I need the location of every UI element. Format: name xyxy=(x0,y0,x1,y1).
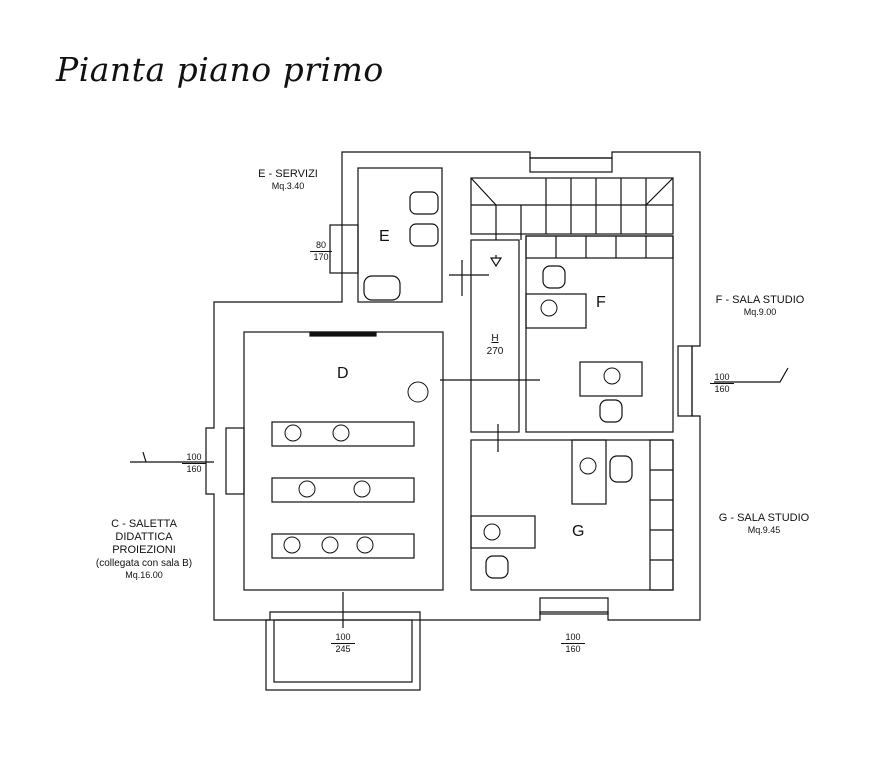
room-c-label: C - SALETTA DIDATTICA PROIEZIONI (colleg… xyxy=(78,518,210,581)
room-g-label: G - SALA STUDIO Mq.9.45 xyxy=(707,512,821,536)
room-c-line4: (collegata con sala B) xyxy=(95,558,193,569)
plan-title: Pianta piano primo xyxy=(56,50,384,89)
room-e-area: Mq.3.40 xyxy=(271,181,305,191)
dimension-e-window: 80 170 xyxy=(310,240,332,263)
room-h-letter: H xyxy=(491,333,499,344)
room-e-name: E - SERVIZI xyxy=(258,168,318,180)
room-c-line1: C - SALETTA xyxy=(111,518,177,530)
room-c-line3: PROIEZIONI xyxy=(112,544,176,556)
room-f-outline xyxy=(525,235,674,433)
dimension-e-window-den: 170 xyxy=(313,252,329,262)
room-f-name: F - SALA STUDIO xyxy=(715,294,805,306)
desk-row-2 xyxy=(271,477,415,503)
desk-row-1 xyxy=(271,421,415,447)
dimension-g-window-den: 160 xyxy=(565,644,581,654)
dimension-balcony-door: 100 245 xyxy=(331,632,355,655)
dimension-f-window-num: 100 xyxy=(710,372,734,384)
room-h-label: H 270 xyxy=(480,332,510,358)
dimension-balcony-door-den: 245 xyxy=(335,644,351,654)
desk-row-3 xyxy=(271,533,415,559)
room-g-name: G - SALA STUDIO xyxy=(718,512,810,524)
dimension-e-window-num: 80 xyxy=(310,240,332,252)
dimension-f-window: 100 160 xyxy=(710,372,734,395)
corridor-h-outline xyxy=(470,239,520,433)
stair-outline xyxy=(470,177,674,235)
dimension-c-window-den: 160 xyxy=(186,464,202,474)
room-e-letter: E xyxy=(379,228,390,245)
dimension-g-window: 100 160 xyxy=(561,632,585,655)
room-e-label: E - SERVIZI Mq.3.40 xyxy=(246,168,330,192)
room-g-area: Mq.9.45 xyxy=(747,525,781,535)
dimension-f-window-den: 160 xyxy=(714,384,730,394)
room-c-area: Mq.16.00 xyxy=(125,570,163,580)
dimension-g-window-num: 100 xyxy=(561,632,585,644)
room-f-area: Mq.9.00 xyxy=(743,307,777,317)
room-f-letter: F xyxy=(596,294,606,311)
room-d-letter: D xyxy=(337,365,349,382)
room-h-height: 270 xyxy=(486,346,504,357)
outer-wall xyxy=(205,151,701,621)
dimension-balcony-door-num: 100 xyxy=(331,632,355,644)
room-c-line2: DIDATTICA xyxy=(115,531,173,543)
balcony-outline xyxy=(265,619,421,691)
room-f-label: F - SALA STUDIO Mq.9.00 xyxy=(705,294,815,318)
dimension-c-window-num: 100 xyxy=(182,452,206,464)
dimension-c-window: 100 160 xyxy=(182,452,206,475)
room-g-letter: G xyxy=(572,523,585,540)
